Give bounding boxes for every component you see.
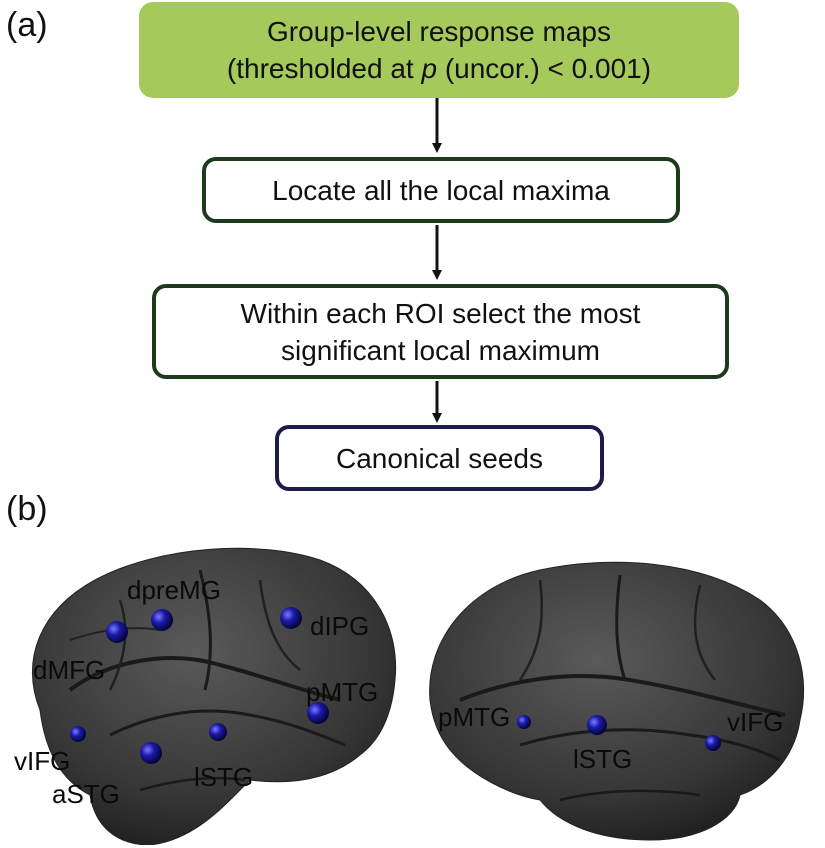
seed-dMFG: [106, 621, 128, 643]
label-dIPG: dIPG: [310, 611, 370, 641]
step3-line2: significant local maximum: [281, 334, 600, 366]
seed-pMTG-right: [517, 715, 531, 729]
brain-illustrations: [32, 547, 805, 845]
label-lSTG-right: lSTG: [573, 744, 633, 774]
label-pMTG-left: pMTG: [306, 677, 379, 707]
brain-right-hemisphere: [429, 561, 805, 841]
step1-line2: (thresholded at p (uncor.) < 0.001): [226, 53, 652, 84]
seed-vIFG-right: [705, 735, 721, 751]
flow-step-locate-maxima: Locate all the local maxima: [202, 157, 680, 223]
seed-dIPG: [280, 607, 302, 629]
flow-step-select-maximum: Within each ROI select the most signific…: [152, 284, 729, 379]
flow-step-response-maps: Group-level response maps (thresholded a…: [139, 2, 739, 98]
panel-label-b: (b): [6, 490, 48, 528]
seed-dpreMG: [151, 609, 173, 631]
step4-text: Canonical seeds: [335, 442, 544, 474]
p-symbol: p: [421, 53, 438, 84]
label-pMTG-right: pMTG: [438, 702, 511, 732]
brain-left-hemisphere: [32, 547, 397, 845]
label-aSTG: aSTG: [52, 779, 120, 809]
flow-arrows: [432, 98, 442, 423]
seed-vIFG-left: [70, 726, 86, 742]
seed-lSTG-right: [587, 715, 607, 735]
seed-aSTG: [140, 742, 162, 764]
label-dpreMG: dpreMG: [127, 575, 221, 605]
label-vIFG-right: vIFG: [727, 707, 784, 737]
step1-line1: Group-level response maps: [267, 16, 611, 47]
flow-step-canonical-seeds: Canonical seeds: [275, 425, 604, 491]
seed-lSTG-left: [209, 723, 227, 741]
label-dMFG: dMFG: [33, 655, 106, 685]
label-vIFG-left: vIFG: [14, 746, 71, 776]
step2-text: Locate all the local maxima: [272, 174, 610, 206]
label-lSTG-left: lSTG: [194, 762, 254, 792]
seed-pMTG-left: [307, 702, 329, 724]
panel-label-a: (a): [6, 6, 48, 44]
step3-line1: Within each ROI select the most: [240, 297, 641, 329]
